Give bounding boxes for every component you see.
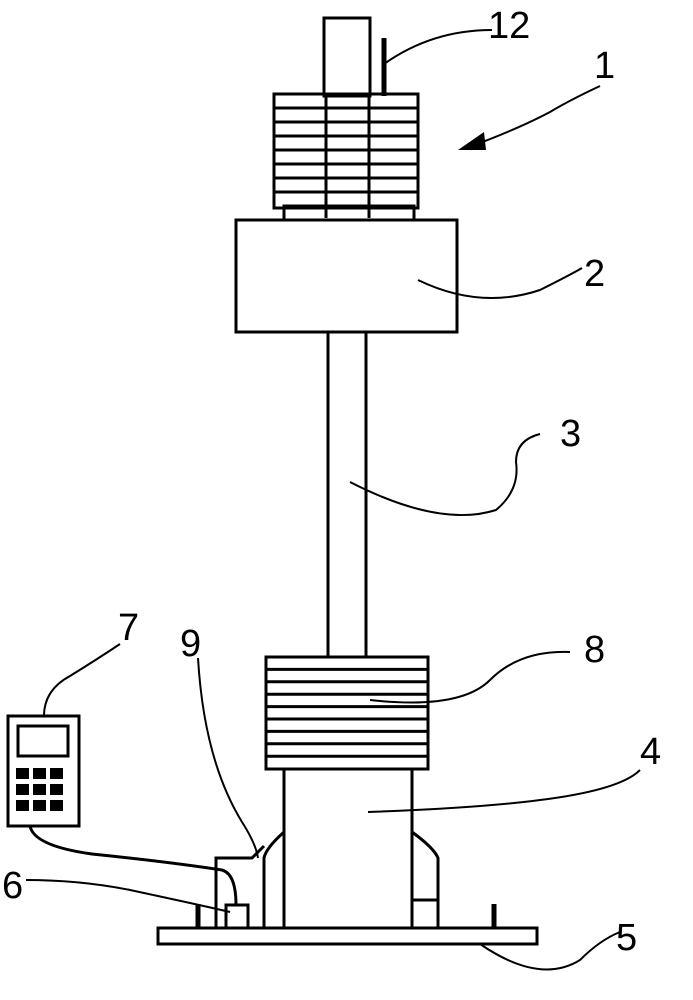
keypad-key	[16, 768, 29, 779]
leader-7	[43, 643, 121, 717]
label-8: 8	[584, 629, 605, 671]
label-4: 4	[640, 731, 661, 773]
keypad-key	[50, 800, 63, 811]
keypad-key	[16, 784, 29, 795]
keypad-key	[16, 800, 29, 811]
signal-cable	[28, 825, 238, 906]
label-5: 5	[616, 917, 637, 959]
leader-6	[25, 879, 231, 913]
label-12: 12	[488, 5, 530, 47]
label-7: 7	[118, 607, 139, 649]
bracket-9	[214, 844, 266, 928]
leader-12	[383, 29, 493, 65]
label-6: 6	[2, 865, 23, 907]
leader-8	[369, 650, 571, 704]
keypad-key	[33, 784, 46, 795]
housing-block-2	[234, 218, 459, 334]
keypad-key	[50, 768, 63, 779]
coil-8	[264, 655, 430, 771]
label-9: 9	[180, 623, 201, 665]
leader-9	[197, 657, 259, 859]
leader-4	[367, 769, 641, 813]
stacked-plates-assembly	[272, 92, 420, 222]
keypad-key	[33, 800, 46, 811]
arrowhead-1	[458, 132, 486, 150]
arrow-1	[471, 85, 601, 147]
sensor-6	[224, 903, 250, 930]
rod-3	[326, 332, 368, 657]
controller-7	[6, 714, 81, 828]
leader-5	[479, 931, 621, 971]
column-4	[262, 769, 440, 928]
label-2: 2	[584, 253, 605, 295]
keypad-key	[50, 784, 63, 795]
controller-display	[16, 724, 70, 758]
leader-3	[349, 433, 541, 517]
label-1: 1	[594, 45, 615, 87]
top-shaft	[322, 16, 372, 98]
keypad-key	[33, 768, 46, 779]
controller-keypad	[16, 768, 63, 811]
leader-2	[417, 267, 583, 299]
label-3: 3	[560, 413, 581, 455]
base-plate-5	[156, 926, 539, 946]
